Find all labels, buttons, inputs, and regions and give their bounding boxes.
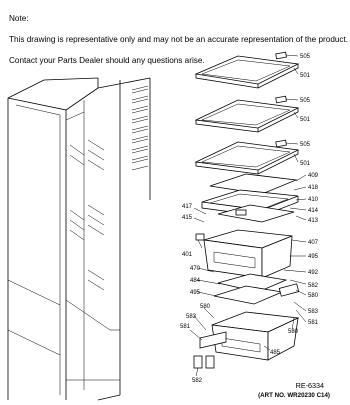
label-501-c: 501 bbox=[300, 161, 311, 167]
note-title: Note: bbox=[9, 13, 29, 23]
note-line-1: This drawing is representative only and … bbox=[9, 34, 349, 44]
label-580-b: 580 bbox=[200, 304, 211, 310]
label-410: 410 bbox=[308, 197, 319, 203]
freezer-door-rails bbox=[69, 85, 149, 291]
upper-crisper-pan bbox=[195, 229, 293, 305]
label-580-a: 580 bbox=[308, 293, 319, 299]
label-407: 407 bbox=[308, 240, 319, 246]
glass-shelf-3 bbox=[194, 141, 300, 175]
glass-shelf-2 bbox=[194, 99, 300, 133]
label-583-a: 583 bbox=[308, 309, 319, 315]
glass-shelf-1 bbox=[194, 55, 300, 89]
label-581-b: 581 bbox=[180, 324, 191, 330]
label-401: 401 bbox=[182, 252, 193, 258]
label-409: 409 bbox=[308, 173, 319, 179]
label-414: 414 bbox=[308, 208, 319, 214]
reference-code: RE-6334 bbox=[295, 381, 324, 390]
label-580-c: 580 bbox=[288, 329, 299, 335]
label-495-b: 495 bbox=[190, 290, 201, 296]
label-485: 485 bbox=[270, 350, 281, 356]
art-number: (ART NO. WR20230 C14) bbox=[258, 392, 330, 399]
label-413: 413 bbox=[308, 218, 319, 224]
label-492: 492 bbox=[308, 270, 319, 276]
label-583-b: 583 bbox=[186, 314, 197, 320]
label-505-c: 505 bbox=[300, 142, 311, 148]
label-501-b: 501 bbox=[300, 117, 311, 123]
label-470: 470 bbox=[190, 266, 201, 272]
label-582-a: 582 bbox=[308, 283, 319, 289]
label-484: 484 bbox=[190, 278, 201, 284]
label-417: 417 bbox=[182, 204, 193, 210]
label-582-b: 582 bbox=[192, 378, 203, 384]
label-581-a: 581 bbox=[308, 320, 319, 326]
part-number-labels: 505 501 505 501 505 501 409 418 410 414 … bbox=[180, 54, 319, 384]
label-505-b: 505 bbox=[300, 98, 311, 104]
label-505-a: 505 bbox=[300, 54, 311, 60]
shelf-supports bbox=[275, 51, 287, 148]
leader-lines bbox=[189, 54, 307, 377]
disclaimer-note: Note: This drawing is representative onl… bbox=[9, 3, 348, 77]
label-418: 418 bbox=[308, 185, 319, 191]
crisper-cover-assembly bbox=[201, 173, 299, 223]
label-415: 415 bbox=[182, 215, 193, 221]
note-line-2: Contact your Parts Dealer should any que… bbox=[9, 55, 205, 65]
label-501-a: 501 bbox=[300, 73, 311, 79]
cabinet-liner bbox=[7, 77, 151, 401]
lower-crisper-pan bbox=[193, 283, 300, 369]
label-495-a: 495 bbox=[308, 254, 319, 260]
